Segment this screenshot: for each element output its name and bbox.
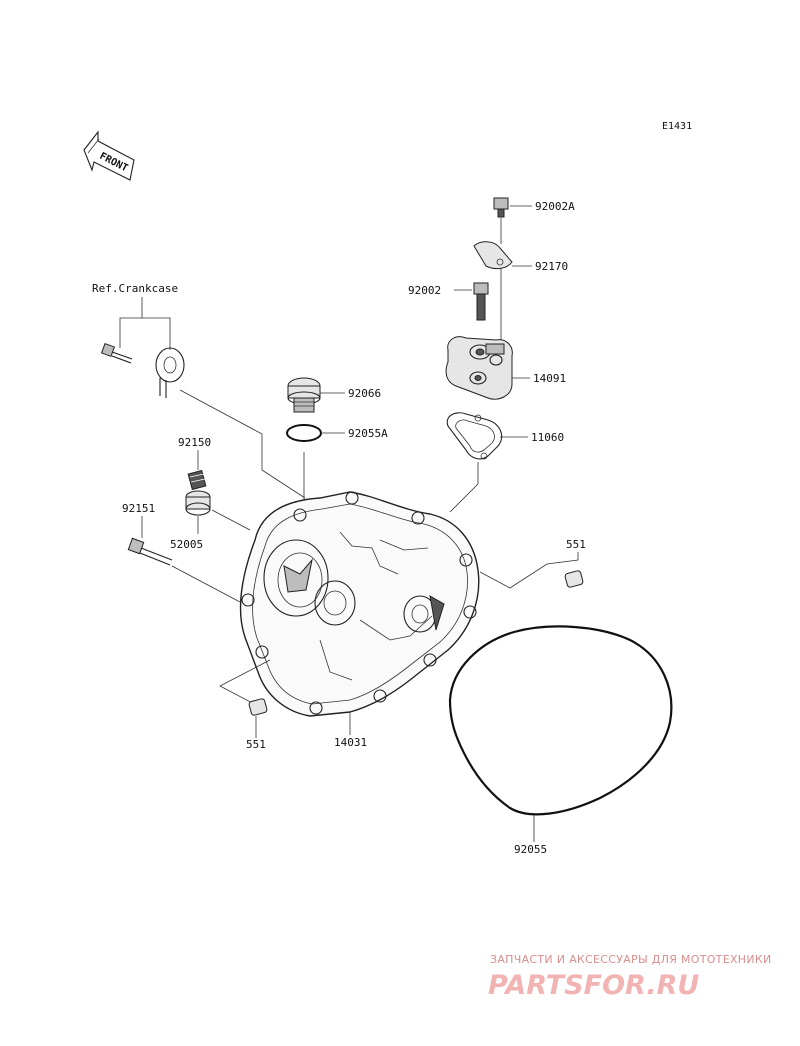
part-92002A-bolt: 92002A bbox=[493, 197, 575, 244]
part-14031-clutch-cover: 14031 bbox=[239, 491, 480, 749]
part-label-92150: 92150 bbox=[178, 436, 211, 449]
part-label-11060: 11060 bbox=[531, 431, 564, 444]
part-label-52005: 52005 bbox=[170, 538, 203, 551]
part-92170-clamp: 92170 bbox=[473, 241, 568, 273]
part-label-92002A: 92002A bbox=[535, 200, 575, 213]
part-label-92055A: 92055A bbox=[348, 427, 388, 440]
part-label-551-left: 551 bbox=[246, 738, 266, 751]
part-label-14031: 14031 bbox=[334, 736, 367, 749]
part-52005-cap: 52005 bbox=[170, 490, 251, 551]
watermark-tagline: ЗАПЧАСТИ И АКСЕССУАРЫ ДЛЯ МОТОТЕХНИКИ bbox=[490, 953, 772, 966]
part-label-92002: 92002 bbox=[408, 284, 441, 297]
front-arrow-icon: FRONT bbox=[83, 130, 135, 181]
part-92002-bolt: 92002 bbox=[408, 282, 489, 321]
part-92055A-oring: 92055A bbox=[286, 424, 388, 505]
part-92066-plug: 92066 bbox=[287, 377, 381, 413]
part-551-dowel-left: 551 bbox=[219, 659, 271, 751]
diagram-code: E1431 bbox=[662, 121, 692, 132]
part-92055-gasket: 92055 bbox=[448, 625, 673, 856]
part-label-92055: 92055 bbox=[514, 843, 547, 856]
watermark: ЗАПЧАСТИ И АКСЕССУАРЫ ДЛЯ МОТОТЕХНИКИ PA… bbox=[488, 953, 772, 1001]
part-11060-gasket: 11060 bbox=[446, 412, 564, 513]
part-label-92151: 92151 bbox=[122, 502, 155, 515]
ref-crankcase-group: Ref.Crankcase bbox=[92, 282, 185, 398]
part-label-14091: 14091 bbox=[533, 372, 566, 385]
part-14091-housing: 14091 bbox=[445, 268, 566, 400]
part-label-92066: 92066 bbox=[348, 387, 381, 400]
part-label-92170: 92170 bbox=[535, 260, 568, 273]
part-label-551-right: 551 bbox=[566, 538, 586, 551]
part-92151-bolt: 92151 bbox=[122, 502, 241, 603]
part-551-dowel-right: 551 bbox=[479, 538, 586, 589]
watermark-brand: PARTSFOR.RU bbox=[488, 970, 699, 1001]
part-92150-screw: 92150 bbox=[178, 436, 211, 491]
ref-crankcase-label: Ref.Crankcase bbox=[92, 282, 178, 295]
